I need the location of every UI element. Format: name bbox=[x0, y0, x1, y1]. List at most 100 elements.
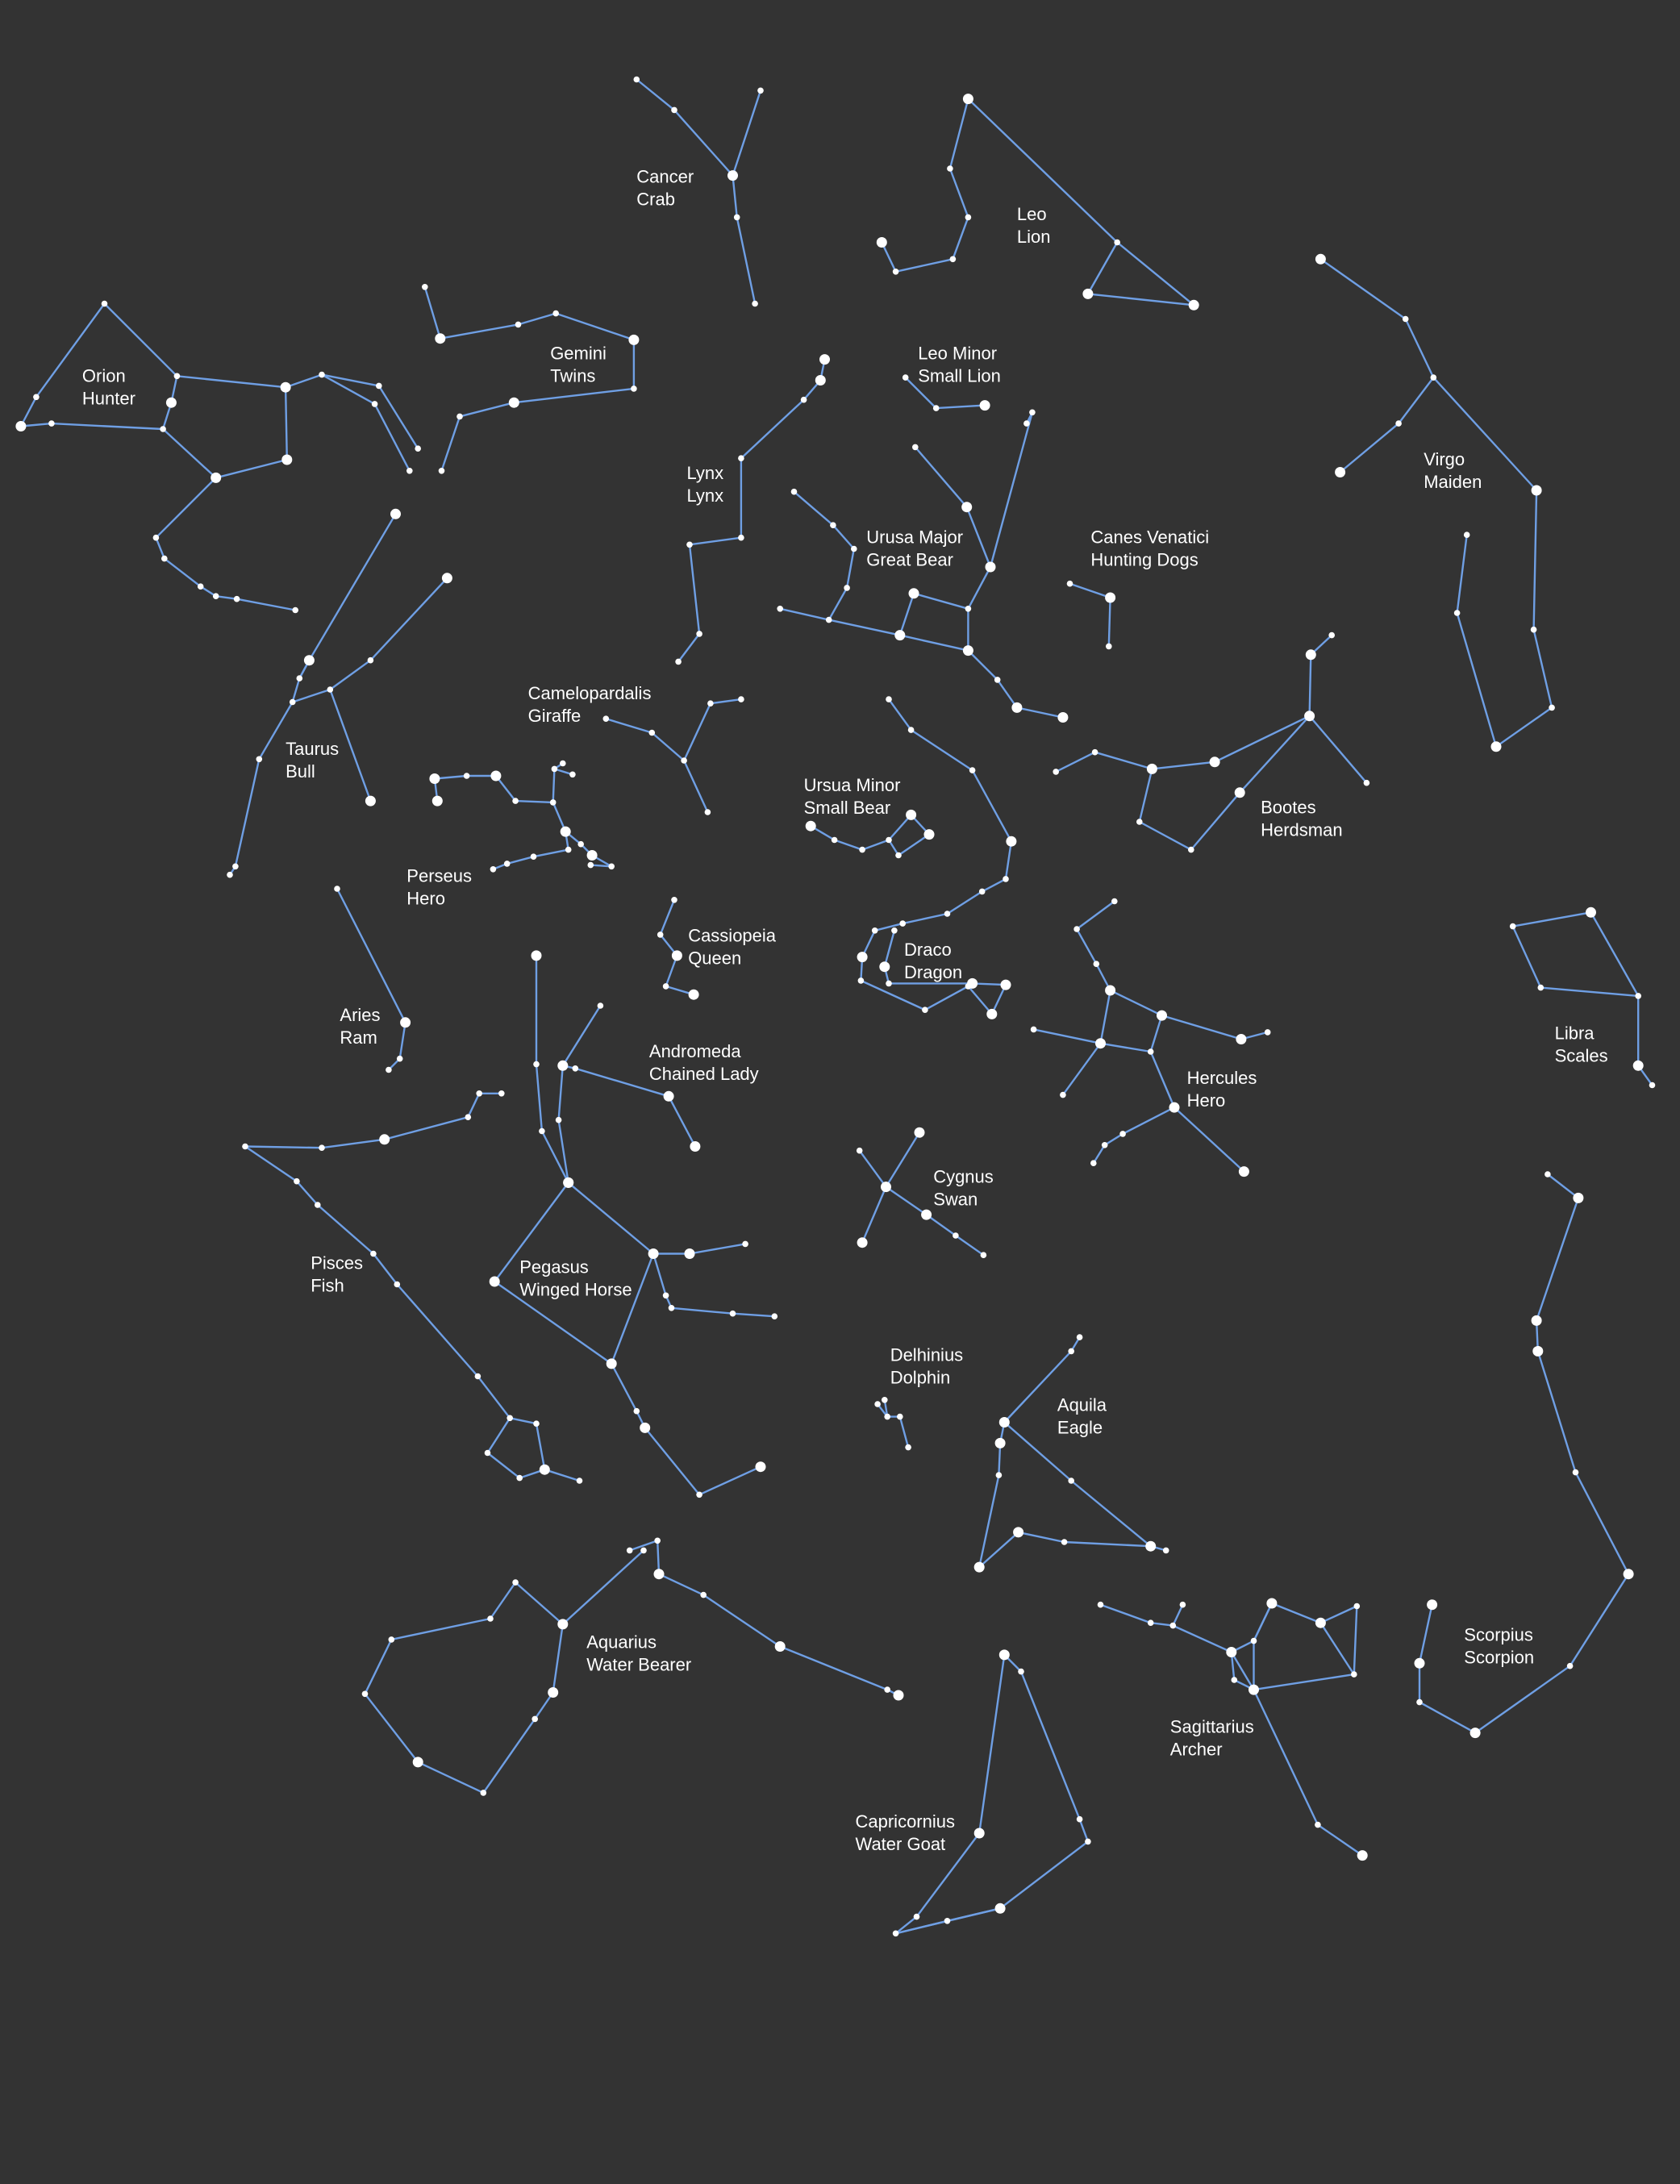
constellation-line bbox=[894, 258, 954, 273]
star bbox=[484, 1449, 491, 1457]
star bbox=[242, 1143, 248, 1150]
star bbox=[886, 696, 892, 702]
star bbox=[738, 455, 744, 461]
star bbox=[1169, 1622, 1177, 1629]
star bbox=[1053, 769, 1059, 775]
star bbox=[1532, 1345, 1544, 1357]
star bbox=[1649, 1082, 1656, 1089]
star bbox=[815, 375, 826, 386]
constellation-line bbox=[1213, 715, 1311, 763]
star bbox=[1157, 1010, 1167, 1021]
star bbox=[1586, 907, 1596, 918]
star bbox=[530, 853, 537, 860]
star bbox=[923, 829, 935, 840]
star bbox=[965, 606, 972, 612]
constellation-line bbox=[948, 167, 969, 219]
star bbox=[165, 397, 177, 408]
constellation-line bbox=[709, 698, 743, 705]
star bbox=[969, 767, 976, 773]
star bbox=[755, 1461, 766, 1473]
constellation-common-name: Hero bbox=[406, 888, 445, 908]
constellation-name: Cancer bbox=[636, 166, 694, 186]
star bbox=[1623, 1569, 1634, 1580]
constellation-line bbox=[1536, 1350, 1577, 1473]
constellation-name: Orion bbox=[82, 365, 126, 386]
constellation-line bbox=[925, 1213, 957, 1237]
star bbox=[490, 866, 497, 873]
constellation-line bbox=[793, 490, 835, 527]
constellation-line bbox=[935, 404, 986, 410]
star bbox=[881, 1182, 891, 1193]
constellation-line bbox=[1151, 761, 1216, 770]
star bbox=[161, 555, 168, 562]
constellation-line bbox=[1003, 1350, 1073, 1423]
constellation-line bbox=[845, 548, 856, 590]
star bbox=[876, 237, 887, 248]
star bbox=[899, 920, 906, 927]
star bbox=[914, 1127, 925, 1138]
star bbox=[1490, 741, 1502, 752]
constellation-name: Aquarius bbox=[586, 1632, 657, 1652]
star bbox=[1095, 1038, 1106, 1049]
constellation-line bbox=[1173, 1106, 1245, 1173]
star bbox=[671, 897, 677, 903]
constellation-line bbox=[946, 890, 983, 915]
constellation-line bbox=[1494, 706, 1553, 748]
star bbox=[777, 606, 783, 612]
star bbox=[1162, 1547, 1169, 1554]
star bbox=[662, 983, 669, 990]
constellation-line bbox=[1308, 653, 1312, 717]
constellation-common-name: Maiden bbox=[1424, 472, 1482, 492]
constellation-common-name: Crab bbox=[636, 189, 675, 209]
constellation-line bbox=[628, 1540, 659, 1552]
star bbox=[994, 1437, 1006, 1448]
star bbox=[315, 1202, 321, 1208]
star bbox=[696, 631, 702, 637]
constellation-line bbox=[677, 632, 701, 663]
constellation-line bbox=[417, 1761, 485, 1794]
star bbox=[654, 1537, 661, 1544]
star bbox=[516, 1474, 523, 1482]
constellation-common-name: Small Lion bbox=[918, 366, 1001, 386]
constellation-common-name: Swan bbox=[933, 1189, 978, 1209]
constellation-line bbox=[1546, 1173, 1580, 1199]
star bbox=[1463, 531, 1470, 538]
star bbox=[932, 405, 940, 411]
constellation-line bbox=[1099, 1042, 1152, 1053]
star bbox=[640, 1422, 651, 1433]
constellation-line bbox=[967, 649, 998, 681]
star bbox=[549, 799, 557, 806]
constellation-line bbox=[155, 477, 217, 539]
constellation-name: Libra bbox=[1555, 1023, 1595, 1044]
star bbox=[662, 1292, 669, 1299]
star bbox=[552, 310, 559, 317]
star bbox=[400, 1017, 411, 1028]
star bbox=[1003, 876, 1009, 882]
constellation-name: Taurus bbox=[286, 739, 339, 759]
star bbox=[653, 1569, 665, 1580]
star bbox=[1226, 1647, 1237, 1657]
constellation-name: Leo bbox=[1017, 204, 1047, 224]
constellation-line bbox=[291, 677, 301, 703]
constellation-line bbox=[1103, 1132, 1124, 1147]
constellation-line bbox=[736, 216, 757, 305]
star bbox=[572, 1065, 579, 1072]
constellation-line bbox=[740, 398, 805, 460]
constellation-line bbox=[440, 415, 461, 472]
constellation-line bbox=[486, 1452, 521, 1479]
constellation-line bbox=[833, 839, 864, 851]
star bbox=[396, 1055, 403, 1062]
star bbox=[15, 421, 27, 431]
constellation-common-name: Water Goat bbox=[856, 1834, 946, 1854]
star bbox=[742, 1240, 748, 1248]
constellation-line bbox=[1418, 1603, 1433, 1665]
constellation-line bbox=[887, 698, 912, 731]
constellation-line bbox=[644, 1427, 701, 1496]
constellation-line bbox=[1115, 241, 1195, 306]
constellation-line bbox=[1075, 900, 1116, 931]
